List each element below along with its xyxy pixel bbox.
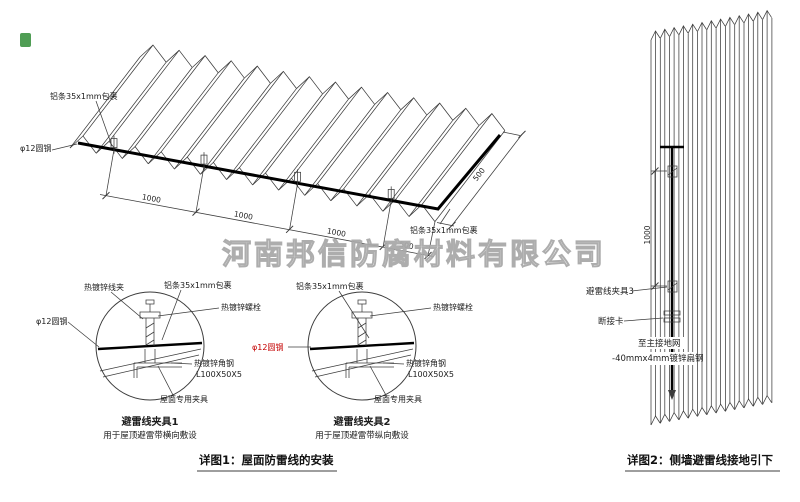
detail1-annotations: 热镀锌线夹 铝条35x1mm包裹 热镀锌螺栓 φ12圆钢 热镀锌角钢 L100X…: [36, 280, 261, 404]
detail1-wire: [97, 341, 203, 351]
label-wall-clamp3: 避雷线夹具3: [586, 286, 634, 297]
to-ground-arrow: [668, 390, 676, 400]
roof-annotations: 铝条35x1mm包裹 φ12圆钢 铝条35x1mm包裹: [20, 91, 478, 235]
label-angle-spec-d2: L100X50X5: [408, 370, 454, 379]
label-round-steel-d1: φ12圆钢: [36, 316, 67, 326]
wall-annotations: 避雷线夹具3 断接卡 至主接地网 -40mmx4mm镀锌扁钢: [586, 286, 703, 365]
caption2-text: 详图2：侧墙避雷线接地引下: [627, 453, 774, 467]
detail-view-1: 热镀锌线夹 铝条35x1mm包裹 热镀锌螺栓 φ12圆钢 热镀锌角钢 L100X…: [36, 280, 261, 441]
dimension-chain-bottom: 1000 1000 1000 500: [99, 149, 436, 260]
label-wire-clip: 热镀锌线夹: [84, 282, 124, 292]
label-strip-d1: 铝条35x1mm包裹: [164, 280, 232, 290]
label-bolt-d2: 热镀锌螺栓: [433, 302, 473, 312]
wall-clamp-bottom: [667, 280, 678, 293]
wall-elevation-view: 1000 避雷线夹具3 断接卡 至主接地网 -40mmx4mm镀锌扁钢: [586, 10, 773, 426]
detail2-title: 避雷线夹具2: [333, 415, 391, 428]
dim-label-1000-c: 1000: [326, 226, 347, 238]
label-angle-steel-d1: 热镀锌角钢: [194, 358, 234, 368]
disconnect-card-symbol: [663, 310, 681, 323]
label-aluminum-strip-bottom: 铝条35x1mm包裹: [410, 225, 478, 235]
caption-detail1: 详图1：屋面防雷线的安装: [197, 453, 337, 472]
corrugated-wall-sheet: [650, 10, 773, 426]
dim-label-1000-a: 1000: [141, 192, 162, 204]
corner-mark-icon: [20, 33, 31, 47]
label-bolt-d1: 热镀锌螺栓: [221, 302, 261, 312]
detail2-wire: [309, 341, 415, 351]
detail2-annotations: 铝条35x1mm包裹 热镀锌螺栓 φ12圆钢 热镀锌角钢 L100X50X5 屋…: [252, 281, 473, 404]
detail2-subtitle: 用于屋顶避雷带纵向敷设: [315, 430, 409, 441]
label-round-steel-d2: φ12圆钢: [252, 342, 283, 352]
dimension-line: [99, 194, 435, 257]
roof-isometric-view: 1000 1000 1000 500 500 铝条35x1mm包裹 φ12圆钢 …: [20, 44, 526, 260]
label-to-main-ground: 至主接地网: [638, 338, 681, 349]
label-angle-spec-d1: L100X50X5: [196, 370, 242, 379]
label-flat-steel: -40mmx4mm镀锌扁钢: [612, 353, 703, 364]
label-roof-fixture-d1: 屋面专用夹具: [160, 394, 208, 404]
dim-label-500: 500: [399, 240, 415, 252]
lightning-wire: [77, 134, 502, 211]
label-angle-steel-d2: 热镀锌角钢: [406, 358, 446, 368]
caption-detail2: 详图2：侧墙避雷线接地引下: [625, 453, 780, 472]
label-round-steel-main: φ12圆钢: [20, 143, 51, 153]
dim-label-1000-b: 1000: [233, 209, 254, 221]
detail1-assembly: [97, 299, 203, 378]
detail1-title: 避雷线夹具1: [121, 415, 179, 428]
company-watermark: 河南邦信防腐材料有限公司: [222, 237, 606, 271]
dimension-right-500: 500: [436, 130, 526, 230]
roof-right-edge: [434, 130, 506, 222]
detail-circle-2: [307, 291, 417, 401]
label-disconnect-card: 断接卡: [598, 316, 624, 327]
detail1-subtitle: 用于屋顶避雷带横向敷设: [103, 430, 197, 441]
corrugated-roof-sheet: [69, 44, 506, 222]
wall-dim-label: 1000: [643, 225, 652, 244]
detail2-assembly: [309, 299, 415, 378]
detail-circle-1: [95, 291, 205, 401]
wall-dimension-1000: 1000: [643, 167, 667, 290]
caption1-text: 详图1：屋面防雷线的安装: [199, 453, 334, 467]
label-aluminum-strip-top: 铝条35x1mm包裹: [50, 91, 118, 101]
detail-view-2: 铝条35x1mm包裹 热镀锌螺栓 φ12圆钢 热镀锌角钢 L100X50X5 屋…: [252, 281, 473, 441]
wall-clamp-top: [667, 165, 678, 178]
label-strip-d2: 铝条35x1mm包裹: [296, 281, 364, 291]
label-roof-fixture-d2: 屋面专用夹具: [374, 394, 422, 404]
